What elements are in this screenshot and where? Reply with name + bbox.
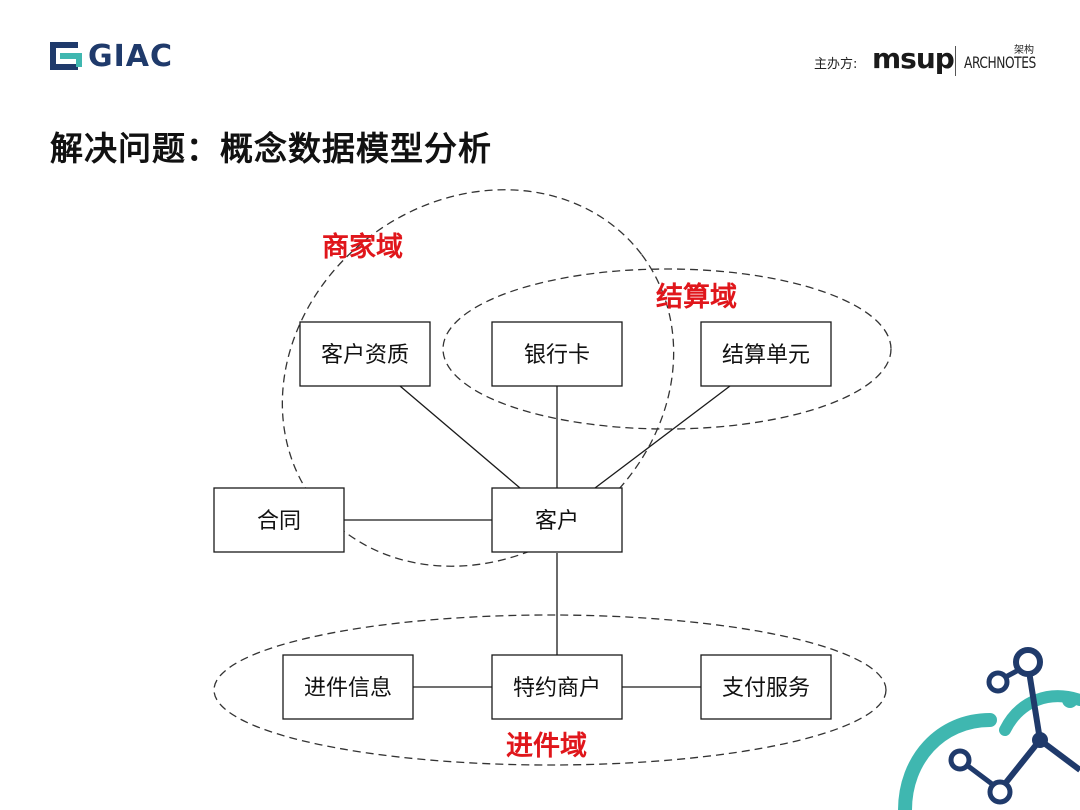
decorative-molecule-graphic — [898, 647, 1080, 810]
edge-qualification-customer — [399, 385, 521, 489]
node-contract: 合同 — [213, 487, 345, 553]
settlement-domain-ellipse — [442, 268, 892, 430]
edge-settlementunit-customer — [594, 385, 731, 489]
domain-label-onboarding: 进件域 — [506, 731, 587, 762]
sponsor-block: 主办方: msup 架构 ARCHNOTES — [800, 40, 1040, 80]
merchant-domain-ellipse — [281, 189, 675, 567]
domain-label-settlement: 结算域 — [656, 281, 737, 313]
node-label: 客户资质 — [321, 343, 409, 368]
node-label: 合同 — [257, 509, 301, 534]
domain-label-merchant: 商家域 — [322, 231, 403, 263]
node-label: 支付服务 — [722, 676, 810, 701]
sponsor-brand: msup — [872, 42, 955, 75]
node-label: 特约商户 — [513, 676, 601, 701]
edges — [344, 385, 731, 688]
node-label: 进件信息 — [304, 676, 392, 701]
node-special-merchant: 特约商户 — [491, 654, 623, 720]
logo-text: GIAC — [88, 39, 174, 74]
page-title: 解决问题：概念数据模型分析 — [50, 129, 492, 168]
partner-brand: ARCHNOTES — [964, 53, 1036, 72]
node-bank-card: 银行卡 — [491, 321, 623, 387]
partner-brand-cn: 架构 — [1014, 45, 1034, 56]
node-payment-service: 支付服务 — [700, 654, 832, 720]
onboarding-domain-ellipse — [213, 614, 887, 766]
node-qualification: 客户资质 — [299, 321, 431, 387]
node-label: 银行卡 — [524, 343, 590, 368]
giac-logo: GIAC — [48, 39, 180, 76]
sponsor-divider — [955, 46, 956, 76]
giac-logo-icon — [50, 42, 82, 70]
sponsor-label: 主办方: — [814, 57, 858, 72]
node-label: 结算单元 — [722, 343, 810, 368]
node-onboarding-info: 进件信息 — [282, 654, 414, 720]
node-label: 客户 — [535, 509, 579, 534]
node-customer: 客户 — [491, 487, 623, 553]
node-settlement-unit: 结算单元 — [700, 321, 832, 387]
